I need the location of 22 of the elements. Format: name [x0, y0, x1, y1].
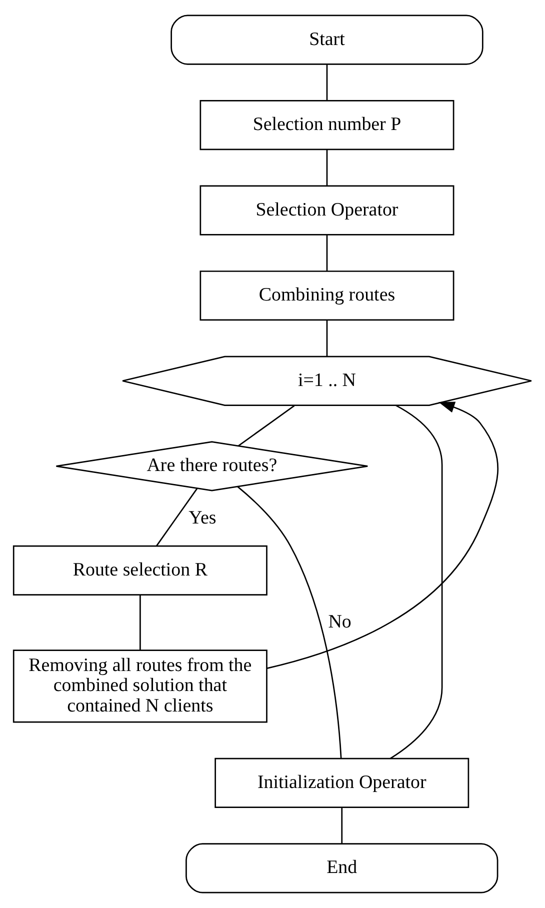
connector: [326, 150, 328, 186]
node-box: Removing all routes from the combined solution that contained N clients: [12, 650, 268, 723]
connector: [140, 595, 141, 650]
connector: [390, 404, 443, 760]
node-box: Start: [170, 14, 484, 65]
connector: [156, 488, 198, 546]
edge-label: No: [328, 612, 352, 633]
node-box: Combining routes: [200, 270, 454, 321]
connector: [238, 405, 295, 446]
node-box: End: [186, 843, 498, 894]
connector: [326, 235, 328, 272]
connector: [326, 64, 328, 100]
connector: [326, 320, 328, 356]
arrow: [266, 402, 498, 669]
node-box: Route selection R: [12, 545, 268, 596]
connector: [237, 486, 342, 758]
node-box: Selection Operator: [200, 185, 454, 236]
connector: [341, 808, 343, 844]
node-box: Initialization Operator: [214, 758, 470, 808]
node-box: Selection number P: [200, 100, 454, 150]
edge-label: Yes: [188, 507, 216, 528]
node-diamond: Are there routes?: [56, 441, 368, 492]
